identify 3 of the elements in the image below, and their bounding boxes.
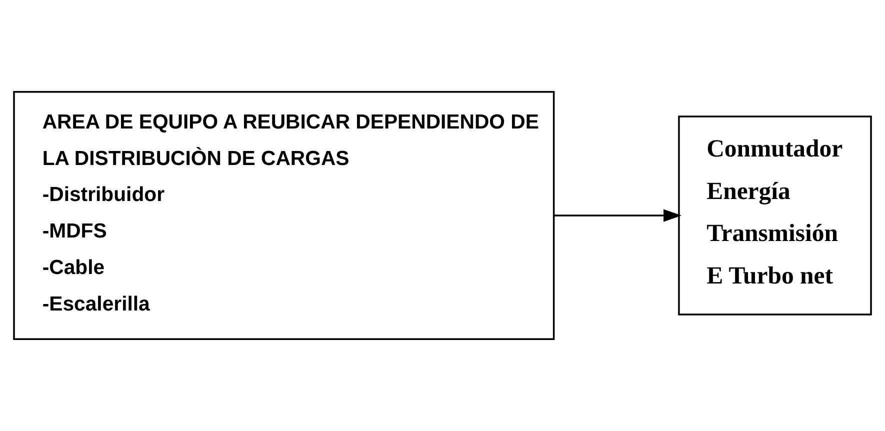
node-box: Conmutador Energía Transmisión E Turbo net [678,116,872,316]
node-box: AREA DE EQUIPO A REUBICAR DEPENDIENDO DE LA DISTRIBUCIÒN DE CARGAS -Distribuidor -MDFS -Cable -Escalerilla [13,90,555,340]
arrow [554,209,682,222]
